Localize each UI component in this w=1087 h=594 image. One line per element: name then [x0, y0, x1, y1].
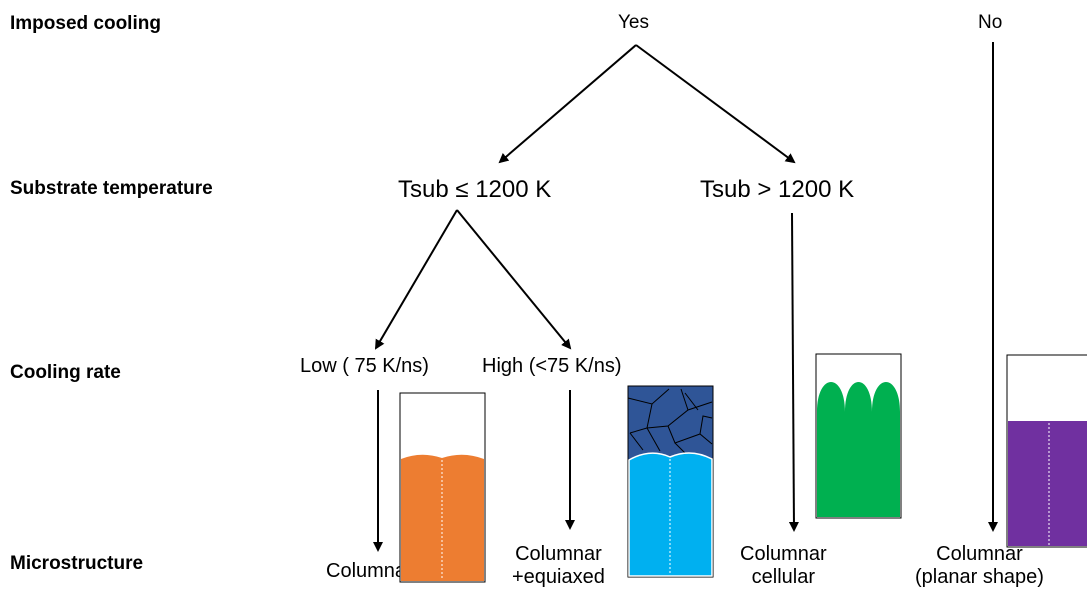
outcome-columnar-planar-line2: (planar shape): [915, 566, 1044, 588]
node-tsub-low: Tsub ≤ 1200 K: [398, 176, 552, 203]
row-label-microstructure: Microstructure: [10, 553, 144, 574]
row-label-cooling-rate: Cooling rate: [10, 362, 121, 383]
purple-planar-icon: [1006, 354, 1087, 548]
arrow-yes-to-tsub-high: [635, 44, 796, 164]
outcome-columnar-equiaxed-line1: Columnar: [515, 543, 602, 565]
outcome-columnar: Columnar: [326, 560, 413, 583]
row-label-substrate-temperature: Substrate temperature: [10, 178, 213, 199]
arrow-tsub-low-to-rate-low: [374, 209, 458, 350]
arrow-yes-to-tsub-low: [498, 44, 637, 164]
outcome-columnar-planar: Columnar (planar shape): [915, 543, 1044, 589]
green-cellular-icon: [815, 353, 902, 519]
node-no: No: [978, 12, 1003, 33]
arrow-tsub-high-to-columnar-cellular: [788, 212, 799, 532]
node-yes: Yes: [618, 12, 649, 33]
blue-equiaxed-columnar-icon: [627, 385, 714, 578]
arrow-tsub-low-to-rate-high: [456, 209, 572, 350]
orange-columnar-icon: [399, 392, 486, 583]
row-label-imposed-cooling: Imposed cooling: [10, 13, 161, 34]
outcome-columnar-planar-line1: Columnar: [936, 543, 1023, 565]
outcome-columnar-cellular-line1: Columnar: [740, 543, 827, 565]
node-rate-low: Low ( 75 K/ns): [300, 355, 429, 377]
outcome-columnar-line1: Columnar: [326, 560, 413, 582]
outcome-columnar-equiaxed-line2: +equiaxed: [512, 566, 605, 588]
outcome-columnar-cellular-line2: cellular: [751, 566, 816, 588]
outcome-columnar-cellular: Columnar cellular: [740, 543, 827, 589]
node-rate-high: High (<75 K/ns): [482, 355, 622, 377]
node-tsub-high: Tsub > 1200 K: [700, 176, 855, 203]
outcome-columnar-equiaxed: Columnar +equiaxed: [512, 543, 605, 589]
